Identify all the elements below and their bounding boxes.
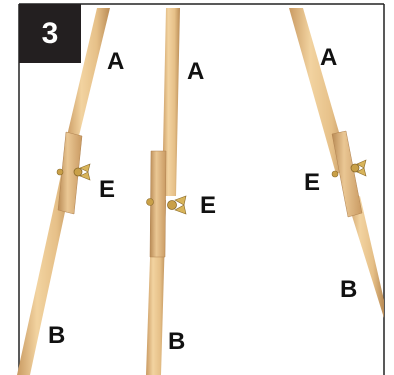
step-number-badge: 3	[19, 4, 81, 63]
label-e-middle: E	[200, 194, 216, 218]
label-a-middle: A	[187, 60, 204, 84]
label-a-left: A	[107, 50, 124, 74]
label-e-left: E	[99, 178, 115, 202]
label-b-left: B	[48, 324, 65, 348]
label-b-middle: B	[168, 330, 185, 354]
label-a-right: A	[320, 46, 337, 70]
label-b-right: B	[340, 278, 357, 302]
label-e-right: E	[304, 171, 320, 195]
